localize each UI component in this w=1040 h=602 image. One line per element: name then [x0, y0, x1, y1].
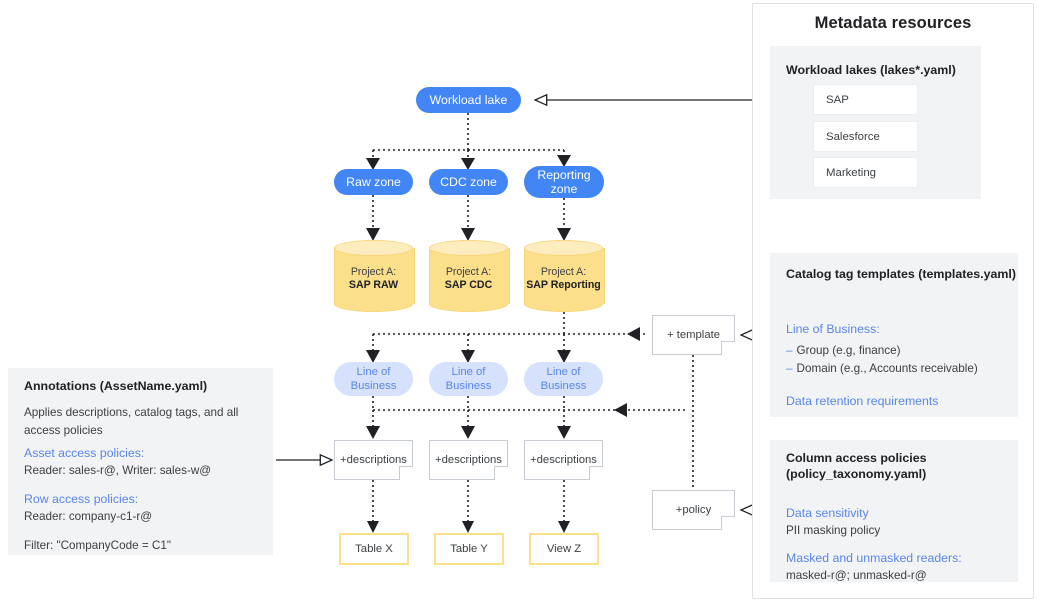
node-cdc-zone[interactable]: CDC zone [429, 169, 508, 195]
note-fold-corner-icon [721, 341, 735, 355]
templates-bullet-domain: –Domain (e.g., Accounts receivable) [786, 360, 978, 377]
note-add-policy-label: +policy [675, 504, 712, 516]
note-fold-corner-icon [589, 466, 603, 480]
policies-data-sensitivity-value: PII masking policy [786, 524, 881, 537]
arrowheads-assets [367, 521, 570, 533]
wire-workload-to-zones [372, 113, 565, 160]
lake-item-salesforce[interactable]: Salesforce [813, 121, 918, 152]
node-table-y[interactable]: Table Y [434, 533, 504, 565]
policies-data-sensitivity-label: Data sensitivity [786, 506, 869, 520]
note-add-policy[interactable]: +policy [652, 490, 735, 530]
note-descriptions-1[interactable]: +descriptions [334, 440, 413, 480]
catalog-tag-templates-heading: Catalog tag templates (templates.yaml) [786, 267, 1016, 281]
note-add-template-label: + template [666, 329, 721, 341]
node-table-x[interactable]: Table X [339, 533, 409, 565]
annotations-title: Annotations (AssetName.yaml) [24, 379, 208, 393]
node-line-of-business-2[interactable]: Line of Business [429, 362, 508, 396]
note-add-template[interactable]: + template [652, 315, 735, 355]
bullet-dash-icon: – [786, 344, 793, 357]
note-fold-corner-icon [721, 516, 735, 530]
note-descriptions-3[interactable]: +descriptions [524, 440, 603, 480]
policies-readers-value: masked-r@; unmasked-r@ [786, 569, 927, 582]
lob-line-1: Line of [356, 366, 391, 378]
arrowheads-lob [366, 327, 640, 363]
arrowheads-descriptions [366, 403, 627, 439]
project-prefix: Project A: [540, 265, 587, 278]
lake-item-sap[interactable]: SAP [813, 84, 918, 115]
cylinder-body [334, 248, 415, 304]
annotations-panel [8, 368, 273, 555]
note-descriptions-label: +descriptions [435, 454, 502, 466]
lob-line-2: Business [540, 380, 587, 392]
annotations-asset-policies-label: Asset access policies: [24, 446, 145, 460]
column-access-policies-panel [770, 440, 1018, 582]
note-descriptions-label: +descriptions [530, 454, 597, 466]
project-name: SAP Reporting [526, 279, 601, 291]
metadata-resources-title: Metadata resources [814, 14, 972, 32]
cylinder-label: Project A: SAP RAW [334, 254, 413, 304]
node-raw-zone[interactable]: Raw zone [334, 169, 413, 195]
templates-bullet-domain-text: Domain (e.g., Accounts receivable) [796, 362, 978, 375]
templates-bullet-group-text: Group (e.g, finance) [796, 344, 901, 357]
node-workload-lake[interactable]: Workload lake [416, 87, 521, 113]
lob-line-1: Line of [451, 366, 486, 378]
node-view-z[interactable]: View Z [529, 533, 599, 565]
cylinder-top [429, 240, 508, 256]
workload-lakes-heading: Workload lakes (lakes*.yaml) [786, 63, 956, 77]
lake-item-marketing[interactable]: Marketing [813, 157, 918, 188]
bullet-dash-icon: – [786, 362, 793, 375]
wire-projects-to-lob-bus [372, 312, 645, 352]
cylinder-body [429, 248, 510, 304]
note-fold-corner-icon [399, 466, 413, 480]
cylinder-body [524, 248, 605, 304]
annotations-row-policies-value: Reader: company-c1-r@ [24, 510, 153, 523]
annotations-filter-value: Filter: "CompanyCode = C1" [24, 539, 171, 552]
node-project-sap-reporting[interactable]: Project A: SAP Reporting [524, 240, 605, 312]
node-line-of-business-1[interactable]: Line of Business [334, 362, 413, 396]
cylinder-label: Project A: SAP CDC [429, 254, 508, 304]
note-descriptions-label: +descriptions [340, 454, 407, 466]
node-project-sap-cdc[interactable]: Project A: SAP CDC [429, 240, 510, 312]
annotations-row-policies-label: Row access policies: [24, 492, 139, 506]
lob-line-2: Business [445, 380, 492, 392]
project-name: SAP CDC [444, 279, 493, 291]
cylinder-top [334, 240, 413, 256]
templates-data-retention-label: Data retention requirements [786, 394, 939, 408]
project-prefix: Project A: [350, 265, 397, 278]
lob-line-2: Business [350, 380, 397, 392]
node-line-of-business-3[interactable]: Line of Business [524, 362, 603, 396]
annotations-description: Applies descriptions, catalog tags, and … [24, 406, 239, 437]
cylinder-label: Project A: SAP Reporting [524, 254, 603, 304]
annotations-asset-policies-value: Reader: sales-r@, Writer: sales-w@ [24, 464, 212, 477]
policies-readers-label: Masked and unmasked readers: [786, 551, 962, 565]
column-access-policies-heading: Column access policies (policy_taxonomy.… [786, 451, 927, 481]
cylinder-top [524, 240, 603, 256]
templates-line-of-business-label: Line of Business: [786, 322, 880, 336]
templates-bullet-group: –Group (e.g, finance) [786, 342, 900, 359]
wire-zones-to-projects [372, 195, 565, 228]
project-prefix: Project A: [445, 265, 492, 278]
node-reporting-zone[interactable]: Reporting zone [524, 166, 604, 198]
lob-line-1: Line of [546, 366, 581, 378]
note-fold-corner-icon [494, 466, 508, 480]
node-project-sap-raw[interactable]: Project A: SAP RAW [334, 240, 415, 312]
wire-descriptions-to-assets [372, 480, 565, 521]
project-name: SAP RAW [348, 279, 399, 291]
wire-lob-down [372, 396, 565, 410]
note-descriptions-2[interactable]: +descriptions [429, 440, 508, 480]
catalog-tag-templates-panel [770, 253, 1018, 417]
